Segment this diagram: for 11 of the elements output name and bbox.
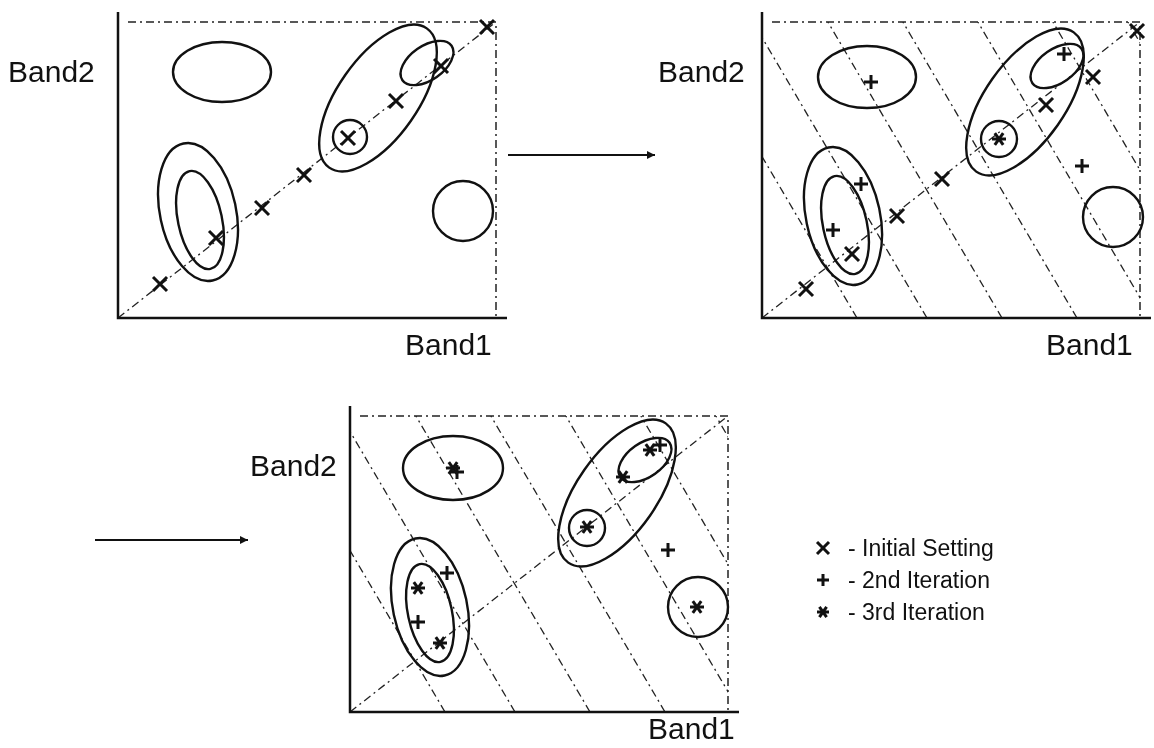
- legend-text: - 2nd Iteration: [848, 566, 990, 594]
- axis-label: Band1: [1046, 328, 1133, 362]
- legend-text: - Initial Setting: [848, 534, 994, 562]
- axis-label: Band1: [648, 712, 735, 746]
- axis-label: Band2: [8, 55, 95, 89]
- legend-text: - 3rd Iteration: [848, 598, 985, 626]
- axis-label: Band1: [405, 328, 492, 362]
- axis-label: Band2: [658, 55, 745, 89]
- axis-label: Band2: [250, 449, 337, 483]
- arrow: [507, 151, 656, 159]
- arrow: [94, 536, 249, 544]
